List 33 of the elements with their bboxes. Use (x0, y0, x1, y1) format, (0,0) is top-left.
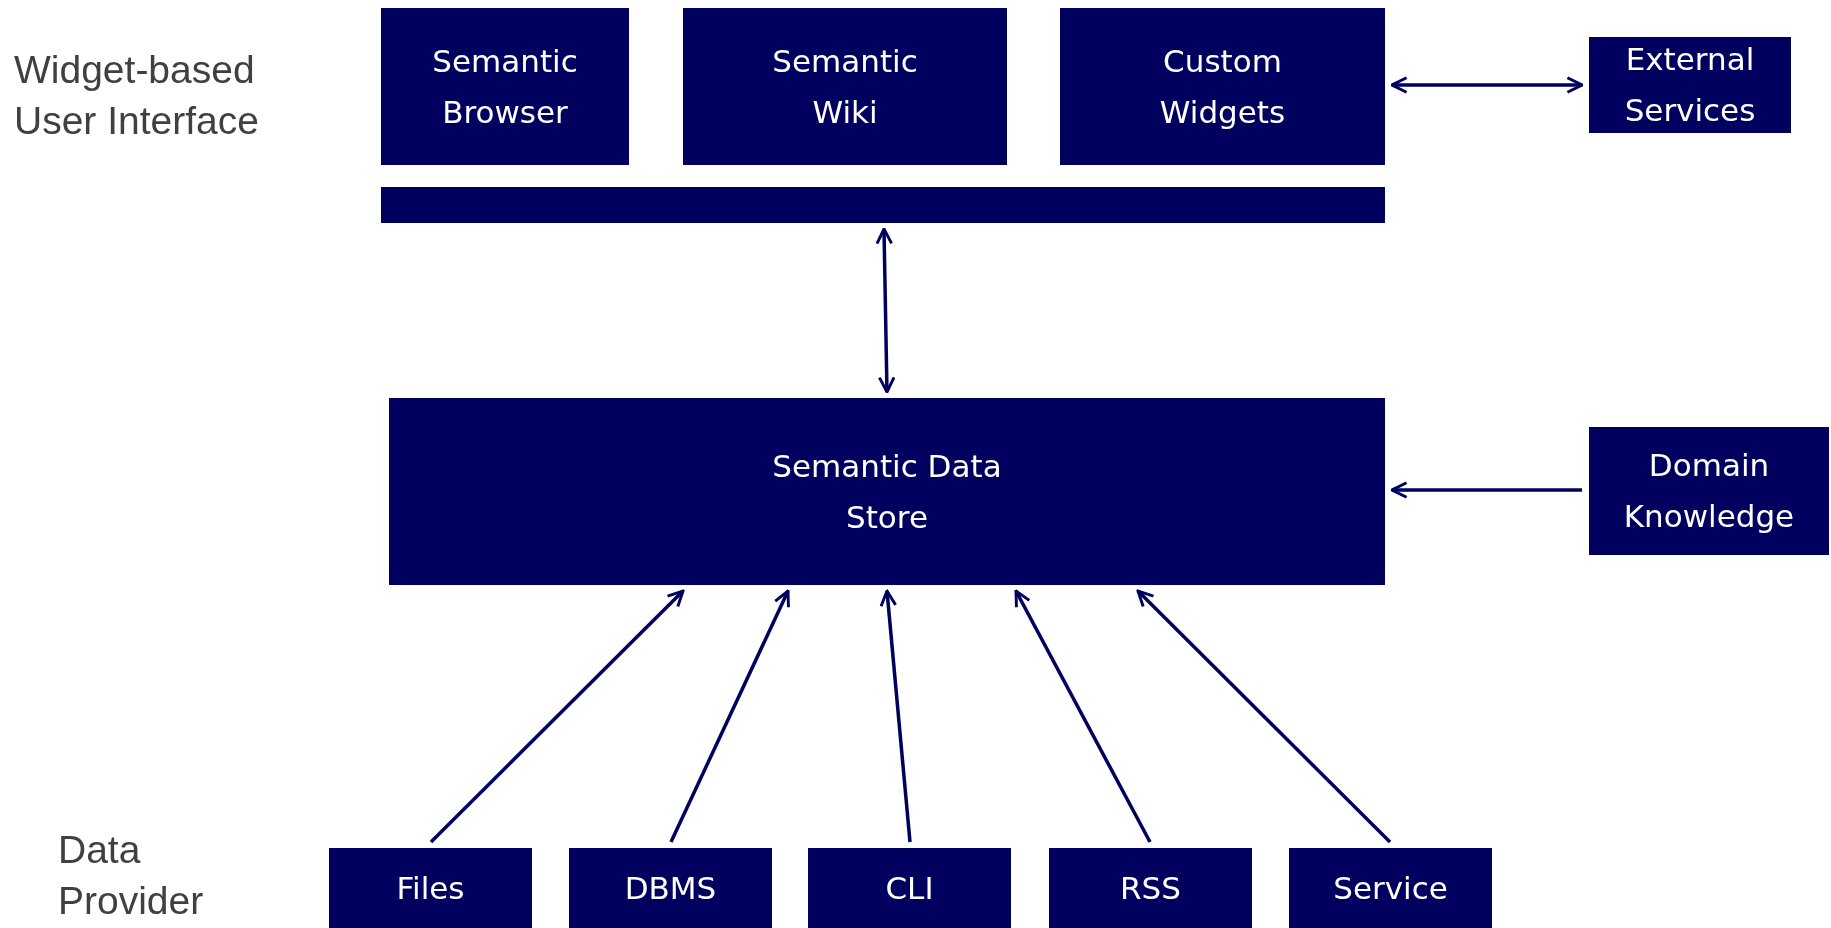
node-label: Semantic Data Store (771, 446, 1003, 537)
node-label: Semantic Wiki (771, 41, 919, 132)
component-box (381, 8, 629, 165)
component-box (389, 398, 1385, 585)
component-box (1589, 427, 1829, 555)
arrow (1390, 76, 1584, 94)
arrow (1390, 481, 1582, 499)
component-box (569, 848, 772, 928)
arrow (669, 589, 790, 843)
node-label: CLI (885, 868, 934, 908)
component-box (1589, 37, 1791, 133)
layer-label: Data Provider (58, 827, 205, 924)
arrow (1014, 589, 1152, 843)
node-label: DBMS (624, 868, 717, 908)
arrow (1136, 589, 1392, 844)
node-label: Semantic Browser (431, 41, 579, 132)
bar-shape (381, 187, 1385, 223)
arrow (875, 227, 896, 394)
component-box (1049, 848, 1252, 928)
arrow (429, 589, 685, 844)
component-box (329, 848, 532, 928)
node-label: Service (1333, 868, 1448, 908)
component-box (808, 848, 1011, 928)
node-label: RSS (1120, 868, 1181, 908)
layer-label: Widget-based User Interface (14, 47, 260, 144)
component-box (1289, 848, 1492, 928)
arrow (879, 589, 912, 843)
component-box (1060, 8, 1385, 165)
node-label: External Services (1623, 40, 1757, 130)
node-label: Files (396, 868, 465, 908)
node-label: Custom Widgets (1158, 41, 1287, 132)
component-box (683, 8, 1007, 165)
node-label: Domain Knowledge (1622, 446, 1796, 536)
